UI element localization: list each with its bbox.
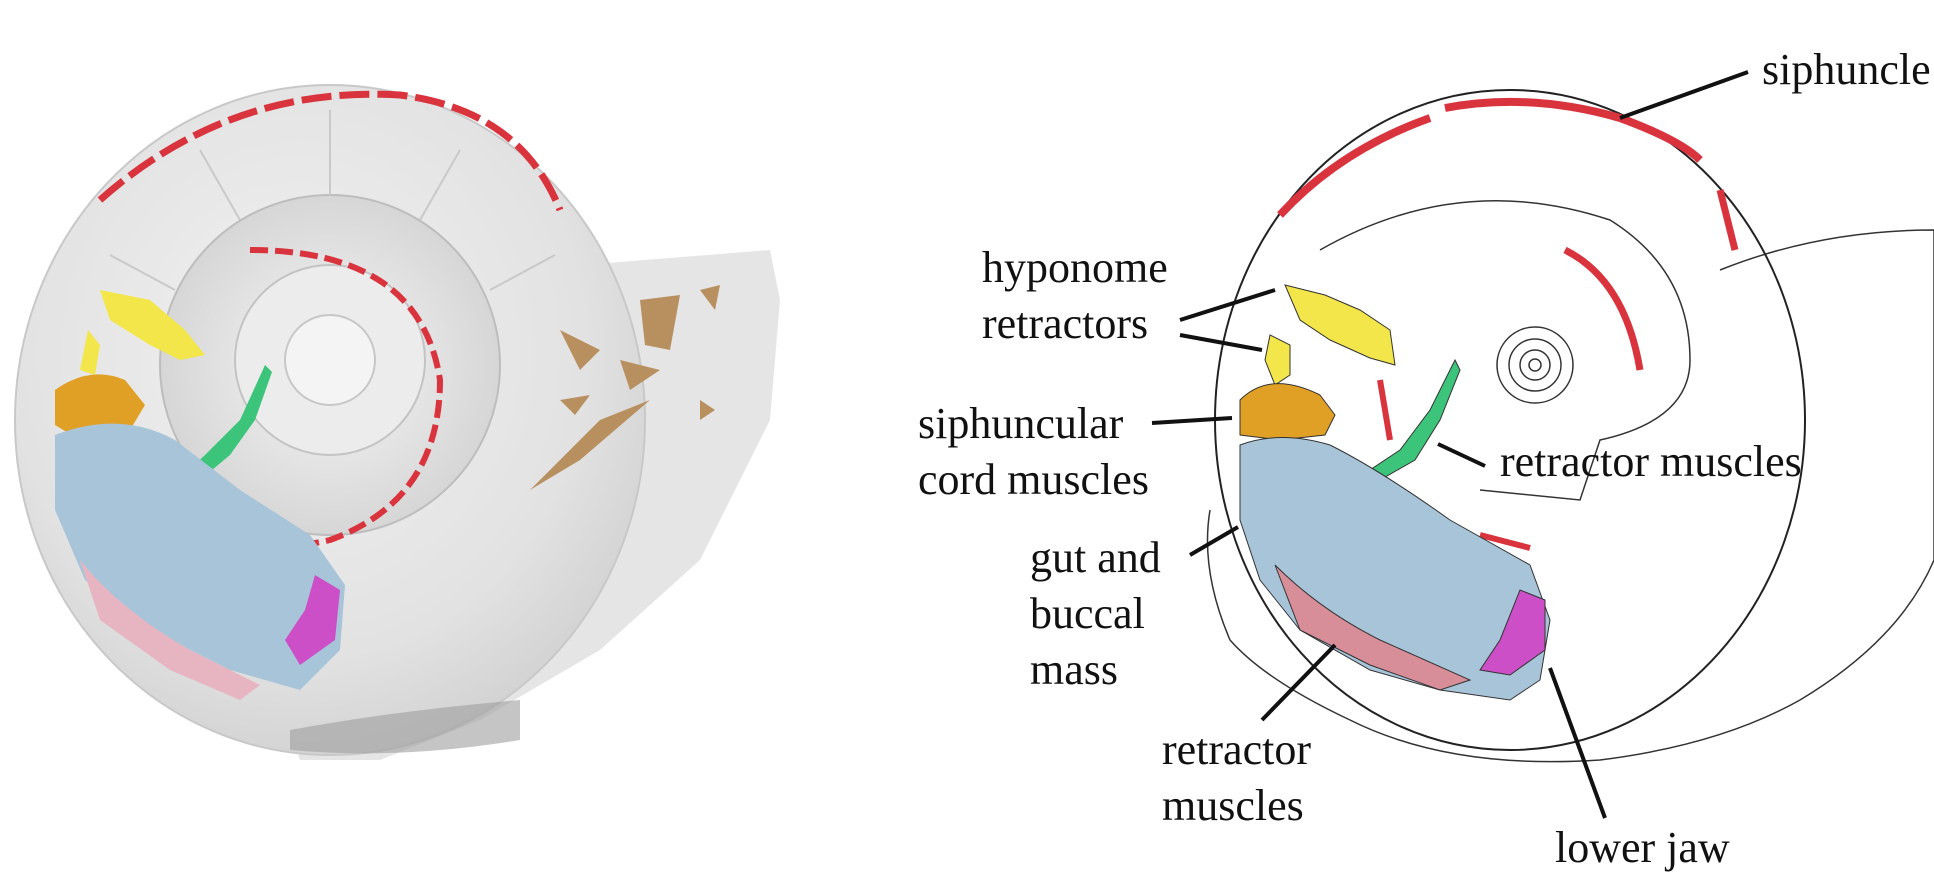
siphuncular-cord-muscles-drawing: [1240, 384, 1335, 440]
hyponome-retractors-drawing-small: [1265, 335, 1290, 385]
label-siphuncular-cord-muscles: siphuncular cord muscles: [918, 396, 1149, 508]
label-gut-and-buccal-mass: gut and buccal mass: [1030, 530, 1161, 698]
siphuncle-segment-1: [1280, 118, 1430, 215]
siphuncle-segment-2: [1445, 102, 1700, 160]
ammonite-3d-render: [15, 85, 780, 760]
umbilicus-center: [285, 315, 375, 405]
label-retractor-muscles-bottom: retractor muscles: [1162, 722, 1311, 834]
hyponome-retractors-drawing: [1285, 285, 1395, 365]
siphuncle-segment-3: [1720, 190, 1735, 250]
label-hyponome-retractors: hyponome retractors: [982, 240, 1168, 352]
label-lower-jaw: lower jaw: [1555, 820, 1730, 876]
label-siphuncle: siphuncle: [1762, 42, 1931, 98]
siphuncle-inner: [1565, 250, 1640, 370]
siphuncle-small-1: [1380, 380, 1390, 440]
umbilicus-spiral: [1497, 327, 1573, 403]
label-retractor-muscles-right: retractor muscles: [1500, 434, 1802, 490]
retractor-muscles-drawing-green: [1370, 360, 1460, 480]
